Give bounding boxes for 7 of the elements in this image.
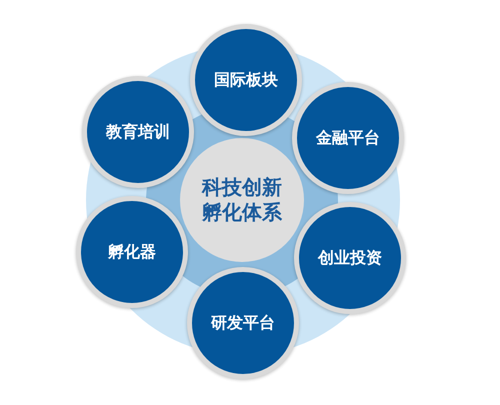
node-label: 研发平台 — [211, 313, 275, 333]
node-label: 科技创新孵化体系 — [201, 175, 283, 225]
node-label: 金融平台 — [316, 128, 380, 148]
node-label: 教育培训 — [106, 122, 170, 142]
node-label: 国际板块 — [214, 70, 278, 90]
node-label: 孵化器 — [108, 242, 156, 262]
node-label: 创业投资 — [318, 248, 382, 268]
